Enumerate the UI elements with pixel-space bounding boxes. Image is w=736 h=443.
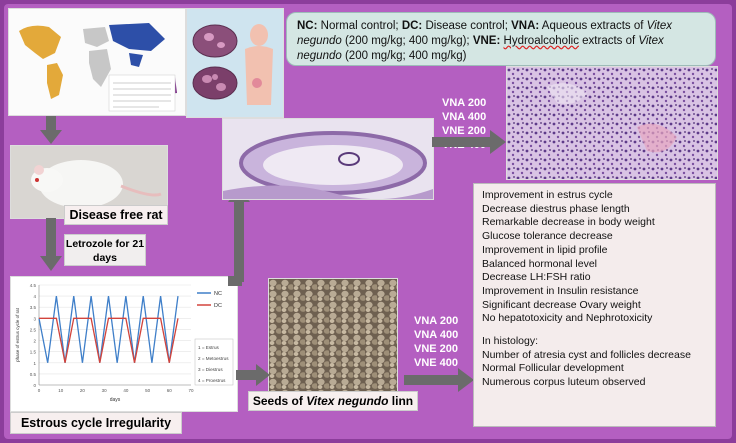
y-axis-label: phase of estrus cycle of rat (15, 307, 20, 362)
x-tick-label: 60 (167, 388, 173, 393)
histology-heading: In histology: (482, 335, 539, 348)
histology-item: Number of atresia cyst and follicles dec… (482, 348, 691, 361)
world-map-image (9, 9, 185, 115)
world-map-panel (8, 8, 186, 116)
estrous-chart-panel: 0 0.5 1 1.5 2 2.5 3 3.5 4 4.5 0 10 20 30 40 50 60 70 days p… (10, 276, 238, 412)
vne-text: Hydroalcoholic (503, 35, 579, 47)
phase-code-label: 3 = Diestrus (198, 367, 223, 372)
outcome-item: Remarkable decrease in body weight (482, 216, 655, 229)
vne-code: VNE: (472, 35, 501, 47)
nc-code: NC: (297, 20, 318, 32)
y-tick-label: 4.5 (30, 283, 37, 288)
x-tick-label: 40 (123, 388, 129, 393)
x-tick-label: 70 (188, 388, 194, 393)
vna-code: VNA: (511, 20, 540, 32)
vna-text: Aqueous extracts of (539, 20, 647, 32)
seeds-prefix: Seeds of (252, 394, 307, 408)
group-bottom-4: VNE 400 (414, 357, 459, 369)
outcomes-panel: Improvement in estrus cycle Decrease die… (473, 183, 716, 427)
y-tick-label: 0 (33, 383, 36, 388)
vne-text2: extracts of (578, 35, 639, 47)
y-tick-label: 4 (33, 294, 36, 299)
abbreviation-legend: NC: Normal control; DC: Disease control;… (286, 12, 716, 66)
x-tick-label: 0 (38, 388, 41, 393)
histology-treated-panel (506, 66, 718, 180)
seeds-label: Seeds of Vitex negundo linn (248, 391, 418, 411)
vna-dose: (200 mg/kg; 400 mg/kg); (341, 35, 473, 47)
treatment-groups-bottom: VNA 200 VNA 400 VNE 200 VNE 400 (414, 314, 458, 370)
outcome-item: Improvement in Insulin resistance (482, 284, 639, 297)
y-tick-label: 2.5 (30, 327, 37, 332)
vne-species: Vitex negundo (297, 35, 664, 62)
arrow-down-1 (40, 116, 62, 144)
nc-text: Normal control; (317, 20, 402, 32)
x-tick-label: 10 (58, 388, 64, 393)
series-line-nc (38, 296, 179, 363)
histology-treated-image (507, 67, 717, 179)
outcome-item: Improvement in estrus cycle (482, 189, 613, 201)
outcome-item: Decrease diestrus phase length (482, 202, 630, 215)
x-tick-label: 50 (145, 388, 151, 393)
group-bottom-1: VNA 200 (414, 315, 459, 327)
legend-label-nc: NC (214, 291, 222, 297)
y-tick-label: 2 (33, 339, 36, 344)
series-line-dc (39, 317, 179, 363)
arrow-right-bottom (404, 368, 474, 392)
phase-code-label: 1 = Estrus (198, 345, 220, 350)
ovary-illustration-image (187, 9, 283, 117)
x-tick-label: 30 (102, 388, 108, 393)
outcome-item: Balanced hormonal level (482, 257, 597, 270)
phase-code-label: 2 = Metoestrus (198, 356, 229, 361)
histology-item: Normal Follicular development (482, 362, 624, 375)
letrozole-label: Letrozole for 21 days (64, 234, 146, 266)
arrow-down-2 (40, 218, 62, 271)
seeds-suffix: linn (388, 394, 414, 408)
dc-code: DC: (401, 20, 423, 32)
phase-code-label: 4 = Proestrus (198, 378, 226, 383)
vna-species: Vitex negundo (297, 20, 673, 47)
group-top-2: VNA 400 (442, 111, 487, 123)
outcome-item: Decrease LH:FSH ratio (482, 271, 591, 284)
histology-item: Numerous corpus luteum observed (482, 376, 646, 389)
group-top-3: VNE 200 (442, 125, 487, 137)
outcome-item: No hepatotoxicity and Nephrotoxicity (482, 312, 653, 325)
estrous-irregularity-label: Estrous cycle Irregularity (10, 412, 182, 434)
ovary-illustration-panel (186, 8, 284, 118)
seeds-photo-image (269, 279, 397, 391)
histology-disease-panel (222, 118, 434, 200)
outcome-item: Improvement in lipid profile (482, 243, 608, 256)
group-top-1: VNA 200 (442, 97, 487, 109)
dc-text: Disease control; (422, 20, 512, 32)
legend-label-dc: DC (214, 303, 222, 309)
arrow-right-top (432, 130, 506, 154)
arrow-right-seeds (236, 364, 270, 386)
y-tick-label: 3 (33, 316, 36, 321)
seeds-photo-panel (268, 278, 398, 392)
disease-free-rat-label: Disease free rat (64, 205, 168, 225)
seeds-species: Vitex negundo (306, 394, 389, 408)
phase-code-box (194, 338, 234, 386)
vne-dose: (200 mg/kg; 400 mg/kg) (341, 50, 467, 62)
y-tick-label: 1.5 (30, 350, 37, 355)
group-bottom-2: VNA 400 (414, 329, 459, 341)
y-tick-label: 0.5 (30, 372, 37, 377)
outcome-item: Significant decrease Ovary weight (482, 298, 641, 311)
outcome-item: Glucose tolerance decrease (482, 230, 613, 243)
x-tick-label: 20 (80, 388, 86, 393)
arrow-up (228, 188, 250, 286)
histology-disease-image (223, 119, 433, 200)
x-axis-label: days (110, 397, 121, 403)
y-tick-label: 3.5 (30, 305, 37, 310)
estrous-chart: 0 0.5 1 1.5 2 2.5 3 3.5 4 4.5 0 10 20 30 40 50 60 70 days p… (15, 283, 234, 403)
group-bottom-3: VNE 200 (414, 343, 459, 355)
y-tick-label: 1 (33, 361, 36, 366)
